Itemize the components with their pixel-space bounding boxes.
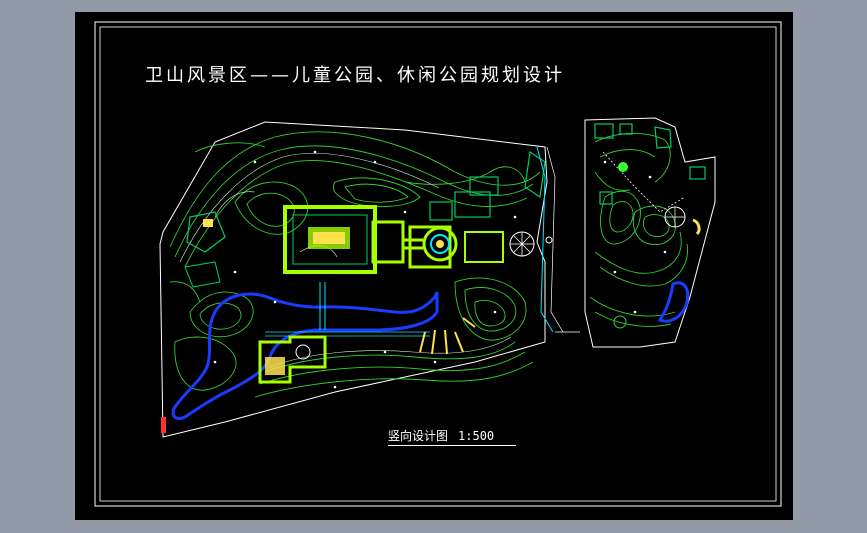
leisure-park-plan	[584, 117, 716, 348]
leisure-buildings	[594, 123, 706, 205]
drawing-title: 卫山风景区——儿童公园、休闲公园规划设计	[145, 65, 565, 86]
cad-viewport[interactable]: 卫山风景区——儿童公园、休闲公园规划设计 竖向设计图 1:500	[75, 12, 793, 520]
spot-elevations	[213, 150, 517, 389]
leisure-path	[602, 151, 686, 213]
entrance-marker	[161, 417, 166, 433]
east-road	[536, 146, 554, 333]
central-plaza	[283, 205, 405, 274]
outer-frame	[94, 21, 782, 507]
west-playground	[184, 211, 226, 288]
canal	[319, 282, 326, 330]
amphitheatre	[419, 317, 476, 355]
drawing-caption: 竖向设计图 1:500	[388, 427, 494, 444]
east-gate	[464, 231, 553, 263]
site-plan-drawing	[94, 21, 782, 507]
site-boundary	[159, 121, 548, 438]
minor-contours	[179, 153, 512, 368]
leisure-pond	[657, 281, 690, 323]
leisure-seat	[692, 218, 701, 236]
circular-plaza	[403, 225, 458, 269]
leisure-boundary	[584, 117, 716, 348]
north-buildings	[429, 150, 546, 221]
leisure-contours	[589, 132, 688, 327]
inner-frame	[99, 26, 777, 502]
main-park-plan	[159, 121, 564, 438]
caption-underline	[388, 445, 516, 446]
leisure-spot-elevations	[603, 160, 667, 314]
leisure-tree	[618, 162, 628, 172]
caption-scale: 1:500	[458, 429, 495, 443]
caption-label: 竖向设计图	[388, 429, 449, 443]
south-plaza	[258, 335, 327, 384]
